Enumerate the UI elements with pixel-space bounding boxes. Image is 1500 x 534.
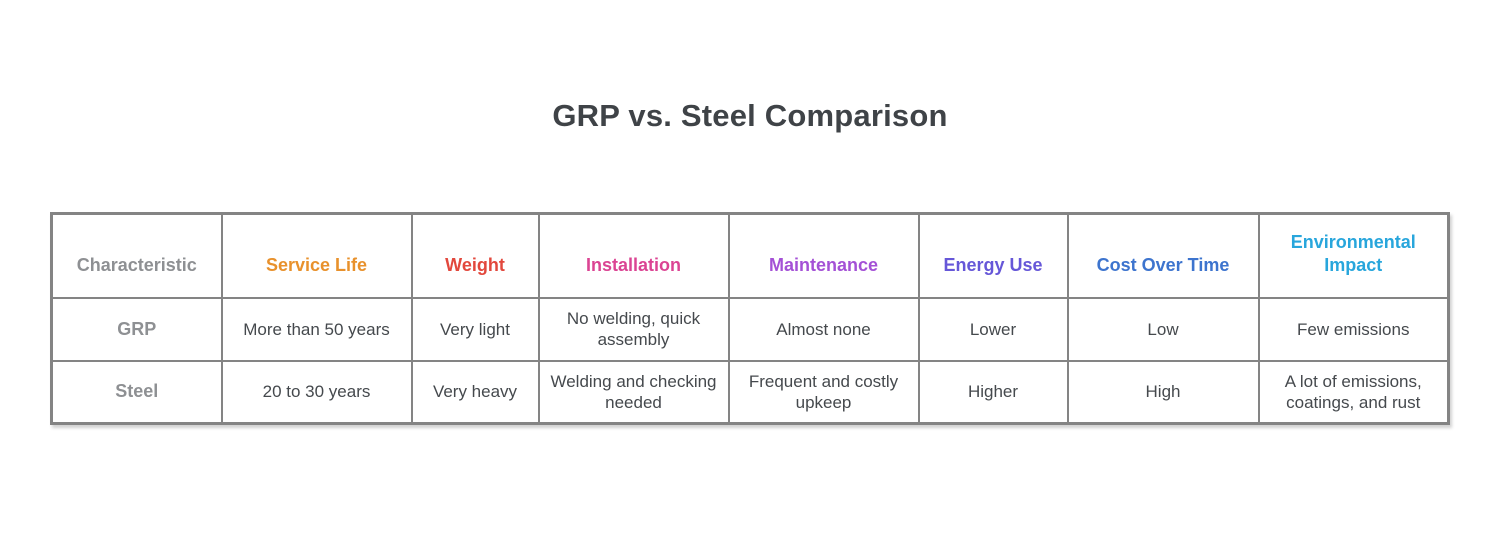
column-header-environmental-impact: Environmental Impact bbox=[1257, 212, 1450, 299]
column-header-energy-use: Energy Use bbox=[917, 212, 1069, 299]
row-label-steel: Steel bbox=[50, 359, 223, 425]
cell-grp-environmental-impact: Few emissions bbox=[1257, 296, 1450, 362]
cell-grp-cost-over-time: Low bbox=[1066, 296, 1260, 362]
cell-steel-service-life: 20 to 30 years bbox=[220, 359, 413, 425]
column-header-cost-over-time: Cost Over Time bbox=[1066, 212, 1260, 299]
column-header-characteristic: Characteristic bbox=[50, 212, 223, 299]
comparison-table: Characteristic Service Life Weight Insta… bbox=[50, 212, 1450, 425]
cell-steel-cost-over-time: High bbox=[1066, 359, 1260, 425]
column-header-installation: Installation bbox=[537, 212, 730, 299]
cell-steel-environmental-impact: A lot of emissions, coatings, and rust bbox=[1257, 359, 1450, 425]
column-header-weight: Weight bbox=[410, 212, 540, 299]
column-header-maintenance: Maintenance bbox=[727, 212, 920, 299]
cell-grp-maintenance: Almost none bbox=[727, 296, 920, 362]
cell-steel-energy-use: Higher bbox=[917, 359, 1069, 425]
cell-grp-weight: Very light bbox=[410, 296, 540, 362]
table-header-row: Characteristic Service Life Weight Insta… bbox=[50, 212, 1450, 299]
cell-grp-energy-use: Lower bbox=[917, 296, 1069, 362]
table-row-grp: GRP More than 50 years Very light No wel… bbox=[50, 296, 1450, 362]
table-row-steel: Steel 20 to 30 years Very heavy Welding … bbox=[50, 359, 1450, 425]
cell-grp-installation: No welding, quick assembly bbox=[537, 296, 730, 362]
cell-grp-service-life: More than 50 years bbox=[220, 296, 413, 362]
cell-steel-maintenance: Frequent and costly upkeep bbox=[727, 359, 920, 425]
row-label-grp: GRP bbox=[50, 296, 223, 362]
page-title: GRP vs. Steel Comparison bbox=[552, 98, 948, 133]
column-header-service-life: Service Life bbox=[220, 212, 413, 299]
cell-steel-installation: Welding and checking needed bbox=[537, 359, 730, 425]
cell-steel-weight: Very heavy bbox=[410, 359, 540, 425]
